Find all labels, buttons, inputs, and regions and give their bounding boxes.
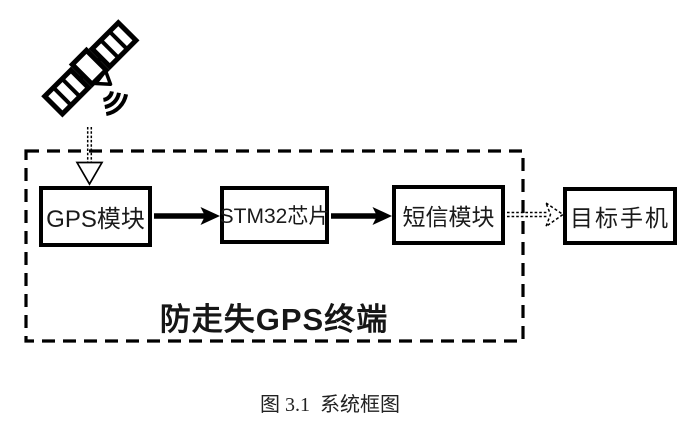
flow-arrow-stm32-to-sms <box>331 207 392 225</box>
dashed-arrow-sms-to-phone <box>507 202 564 228</box>
flow-arrow-gps-to-stm32 <box>154 207 220 225</box>
terminal-container-label: 防走失GPS终端 <box>159 302 389 337</box>
node-target-phone-label: 目标手机 <box>570 205 670 231</box>
node-sms-module: 短信模块 <box>392 185 505 245</box>
hollow-down-arrow-icon <box>75 127 104 186</box>
node-gps-module: GPS模块 <box>39 186 152 247</box>
node-gps-module-label: GPS模块 <box>46 206 145 233</box>
node-sms-module-label: 短信模块 <box>402 204 495 230</box>
node-target-phone: 目标手机 <box>563 187 677 245</box>
terminal-container-border <box>24 149 525 343</box>
satellite-icon <box>41 19 140 118</box>
node-stm32-chip-label: STM32芯片 <box>219 205 330 228</box>
node-stm32-chip: STM32芯片 <box>220 186 329 244</box>
signal-waves-icon <box>102 90 129 117</box>
figure-caption: 图 3.1 系统框图 <box>260 394 400 416</box>
